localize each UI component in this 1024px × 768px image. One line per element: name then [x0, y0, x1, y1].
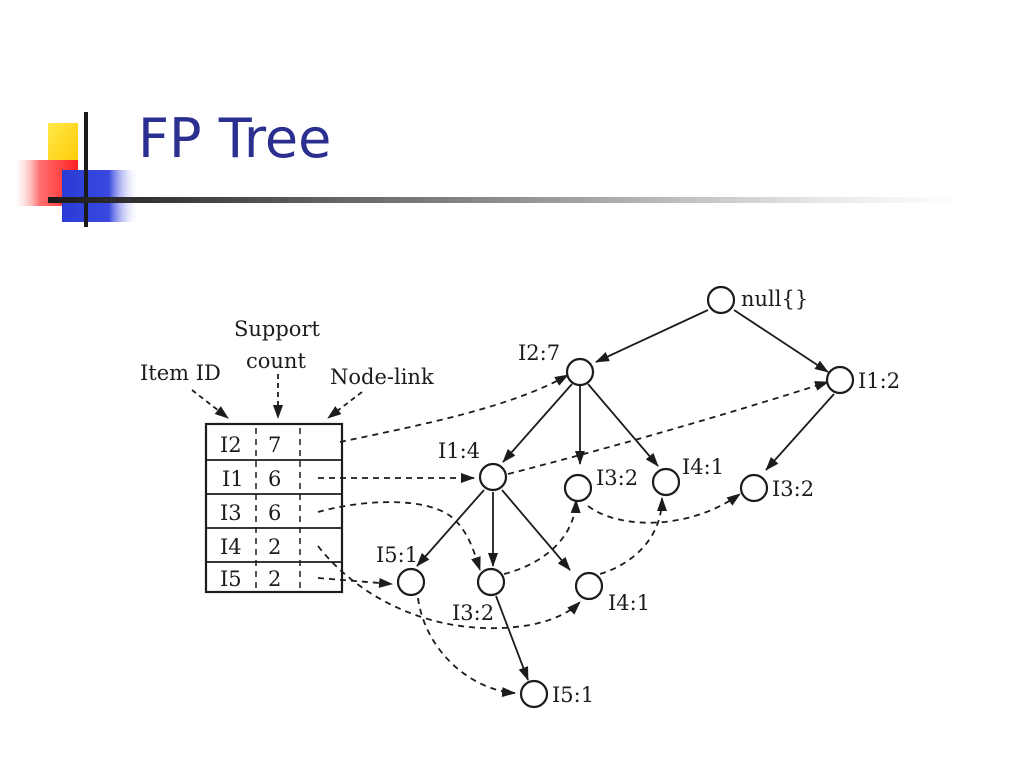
header-node-link: Node-link [330, 365, 434, 389]
node-i4-1-a [651, 467, 681, 497]
deco-blue-square [62, 170, 140, 222]
arrow-item-id [191, 389, 229, 419]
label-root: null{} [741, 287, 808, 311]
node-i1-4 [478, 462, 508, 492]
title-underline [48, 197, 960, 203]
label-i4-1-b: I4:1 [608, 591, 650, 615]
node-i2-7 [565, 357, 595, 387]
edge-i3-i5 [495, 595, 529, 681]
row-count: 6 [268, 501, 281, 525]
row-item: I5 [220, 567, 242, 591]
nodelink-i3-next [503, 499, 581, 575]
label-i5-1-a: I5:1 [376, 543, 418, 567]
row-item: I3 [220, 501, 242, 525]
row-item: I1 [222, 467, 244, 491]
header-table [204, 422, 344, 594]
label-i1-2: I1:2 [858, 369, 900, 393]
node-i1-2 [825, 365, 855, 395]
edge-i2-i1 [502, 383, 573, 463]
slide-decoration [14, 112, 140, 227]
label-i3-2-a: I3:2 [596, 466, 638, 490]
row-item: I4 [220, 535, 242, 559]
edge-i1-i4 [501, 489, 571, 571]
nodelink-i2 [339, 374, 569, 443]
edge-i1-i3 [765, 393, 835, 471]
nodelink-i4-next [599, 497, 667, 575]
edge-i2-i4 [587, 383, 659, 467]
row-item: I2 [220, 433, 242, 457]
nodelink-i5 [317, 577, 393, 588]
header-support-line2: count [246, 349, 306, 373]
edge-root-i2 [595, 309, 709, 363]
row-count: 6 [268, 467, 281, 491]
label-i1-4: I1:4 [438, 439, 480, 463]
label-i4-1-a: I4:1 [682, 455, 724, 479]
deco-vertical-line [84, 112, 88, 227]
node-i3-2-a [563, 473, 593, 503]
node-i5-1-a [396, 567, 426, 597]
arrow-node-link [327, 391, 363, 419]
node-i4-1-b [574, 571, 604, 601]
nodelink-i3 [317, 501, 481, 571]
edge-i1-i5 [416, 489, 485, 567]
node-i5-1-b [519, 679, 549, 709]
edge-root-i1 [733, 309, 829, 373]
node-i3-2-c [476, 567, 506, 597]
nodelink-i3-next-2 [587, 493, 741, 524]
label-i3-2-c: I3:2 [452, 601, 494, 625]
nodelink-i4 [317, 545, 581, 630]
label-i5-1-b: I5:1 [552, 683, 594, 707]
label-i3-2-b: I3:2 [772, 477, 814, 501]
row-count: 2 [268, 567, 281, 591]
node-root [706, 285, 736, 315]
page-title: FP Tree [138, 107, 332, 170]
row-count: 7 [268, 433, 281, 457]
header-item-id: Item ID [140, 361, 221, 385]
label-i2-7: I2:7 [518, 341, 560, 365]
node-i3-2-b [739, 473, 769, 503]
header-support-line1: Support [234, 317, 320, 341]
row-count: 2 [268, 535, 281, 559]
nodelink-i1-next [507, 381, 829, 475]
